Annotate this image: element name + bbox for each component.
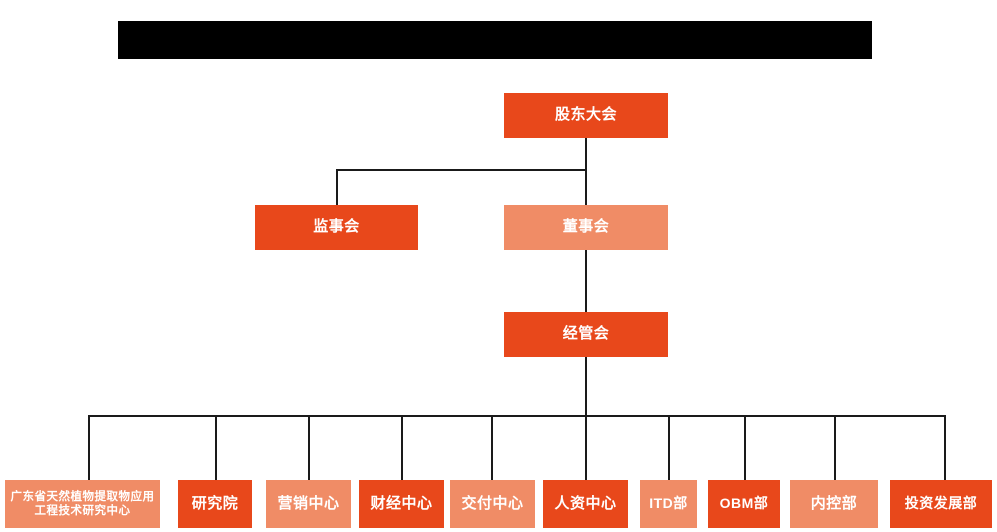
connector-drop-itd-dept — [668, 415, 670, 480]
node-delivery-center[interactable]: 交付中心 — [450, 480, 535, 528]
node-investment-development-dept[interactable]: 投资发展部 — [890, 480, 992, 528]
connector-bus-horizontal — [88, 415, 945, 417]
node-marketing-center[interactable]: 营销中心 — [266, 480, 351, 528]
connector-drop-delivery-center — [491, 415, 493, 480]
connector-shareholders-branch — [336, 169, 586, 171]
node-label: 营销中心 — [277, 494, 340, 512]
node-hr-center[interactable]: 人资中心 — [543, 480, 628, 528]
node-label: 交付中心 — [461, 494, 524, 512]
connector-drop-hr-center — [585, 415, 587, 480]
node-research-institute[interactable]: 研究院 — [178, 480, 252, 528]
node-label: 研究院 — [191, 494, 239, 512]
node-label: 广东省天然植物提取物应用工程技术研究中心 — [10, 490, 155, 517]
node-label: 经管会 — [562, 325, 610, 343]
node-label: 董事会 — [562, 218, 610, 236]
connector-drop-obm-dept — [744, 415, 746, 480]
node-label: 内控部 — [810, 494, 858, 512]
connector-shareholders-down — [585, 138, 587, 205]
node-label: OBM部 — [719, 495, 769, 512]
connector-drop-gd-research-center — [88, 415, 90, 480]
node-board-of-directors[interactable]: 董事会 — [504, 205, 668, 250]
node-obm-dept[interactable]: OBM部 — [708, 480, 780, 528]
connector-drop-finance-center — [401, 415, 403, 480]
node-label: 财经中心 — [370, 494, 433, 512]
connector-drop-internal-control-dept — [834, 415, 836, 480]
connector-drop-research-institute — [215, 415, 217, 480]
node-label: 监事会 — [313, 218, 360, 236]
node-gd-natural-plant-extract-research-center[interactable]: 广东省天然植物提取物应用工程技术研究中心 — [5, 480, 160, 528]
node-label: 股东大会 — [554, 106, 617, 124]
connector-supervisors-down — [336, 169, 338, 205]
node-label: 人资中心 — [554, 494, 617, 512]
connector-drop-marketing-center — [308, 415, 310, 480]
node-management-committee[interactable]: 经管会 — [504, 312, 668, 357]
node-shareholders-meeting[interactable]: 股东大会 — [504, 93, 668, 138]
node-label: ITD部 — [649, 495, 688, 512]
connector-directors-to-management — [585, 250, 587, 312]
node-finance-center[interactable]: 财经中心 — [359, 480, 444, 528]
node-board-of-supervisors[interactable]: 监事会 — [255, 205, 418, 250]
node-internal-control-dept[interactable]: 内控部 — [790, 480, 878, 528]
connector-drop-investment-development-dept — [944, 415, 946, 480]
node-label: 投资发展部 — [904, 495, 978, 512]
node-itd-dept[interactable]: ITD部 — [640, 480, 697, 528]
title-bar-redacted — [118, 21, 872, 59]
